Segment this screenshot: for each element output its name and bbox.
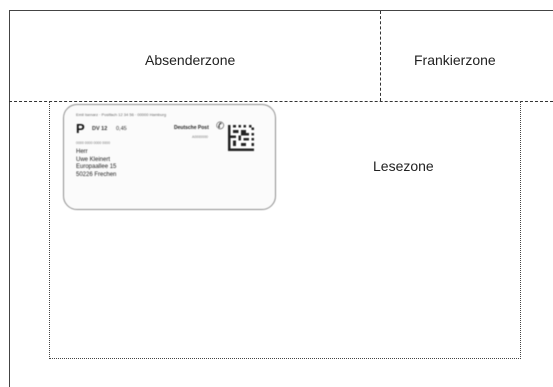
tracking-code: 0000 0000 0000 0000 — [76, 141, 111, 145]
label-sender-line: Emil Isenarz · Postfach 12 34 56 · 00000… — [76, 112, 167, 117]
address-line: Europaallee 15 — [76, 164, 117, 170]
zone-divider-horizontal — [9, 101, 553, 102]
reading-zone-frame — [49, 101, 521, 359]
postage-price: 0,45 — [116, 126, 127, 132]
address-line: Uwe Kleinert — [76, 156, 111, 163]
post-horn-icon: ✆ — [216, 121, 225, 132]
zone-divider-vertical — [380, 11, 381, 101]
postage-zone-label: Frankierzone — [414, 52, 496, 68]
product-code: DV 12 — [92, 126, 108, 132]
datamatrix-code-icon — [228, 125, 254, 151]
address-line: 50226 Frechen — [76, 171, 117, 178]
postage-symbol: P — [76, 121, 85, 136]
recipient-address: Herr Uwe Kleinert Europaallee 15 50226 F… — [76, 149, 116, 179]
reading-zone-label: Lesezone — [373, 158, 434, 174]
address-label: Emil Isenarz · Postfach 12 34 56 · 00000… — [63, 104, 276, 210]
envelope-outline — [9, 10, 553, 387]
reference-number: A0000000 — [192, 135, 208, 139]
address-line: Herr — [76, 149, 88, 155]
brand-name: Deutsche Post — [174, 125, 209, 131]
sender-zone-label: Absenderzone — [145, 52, 236, 68]
